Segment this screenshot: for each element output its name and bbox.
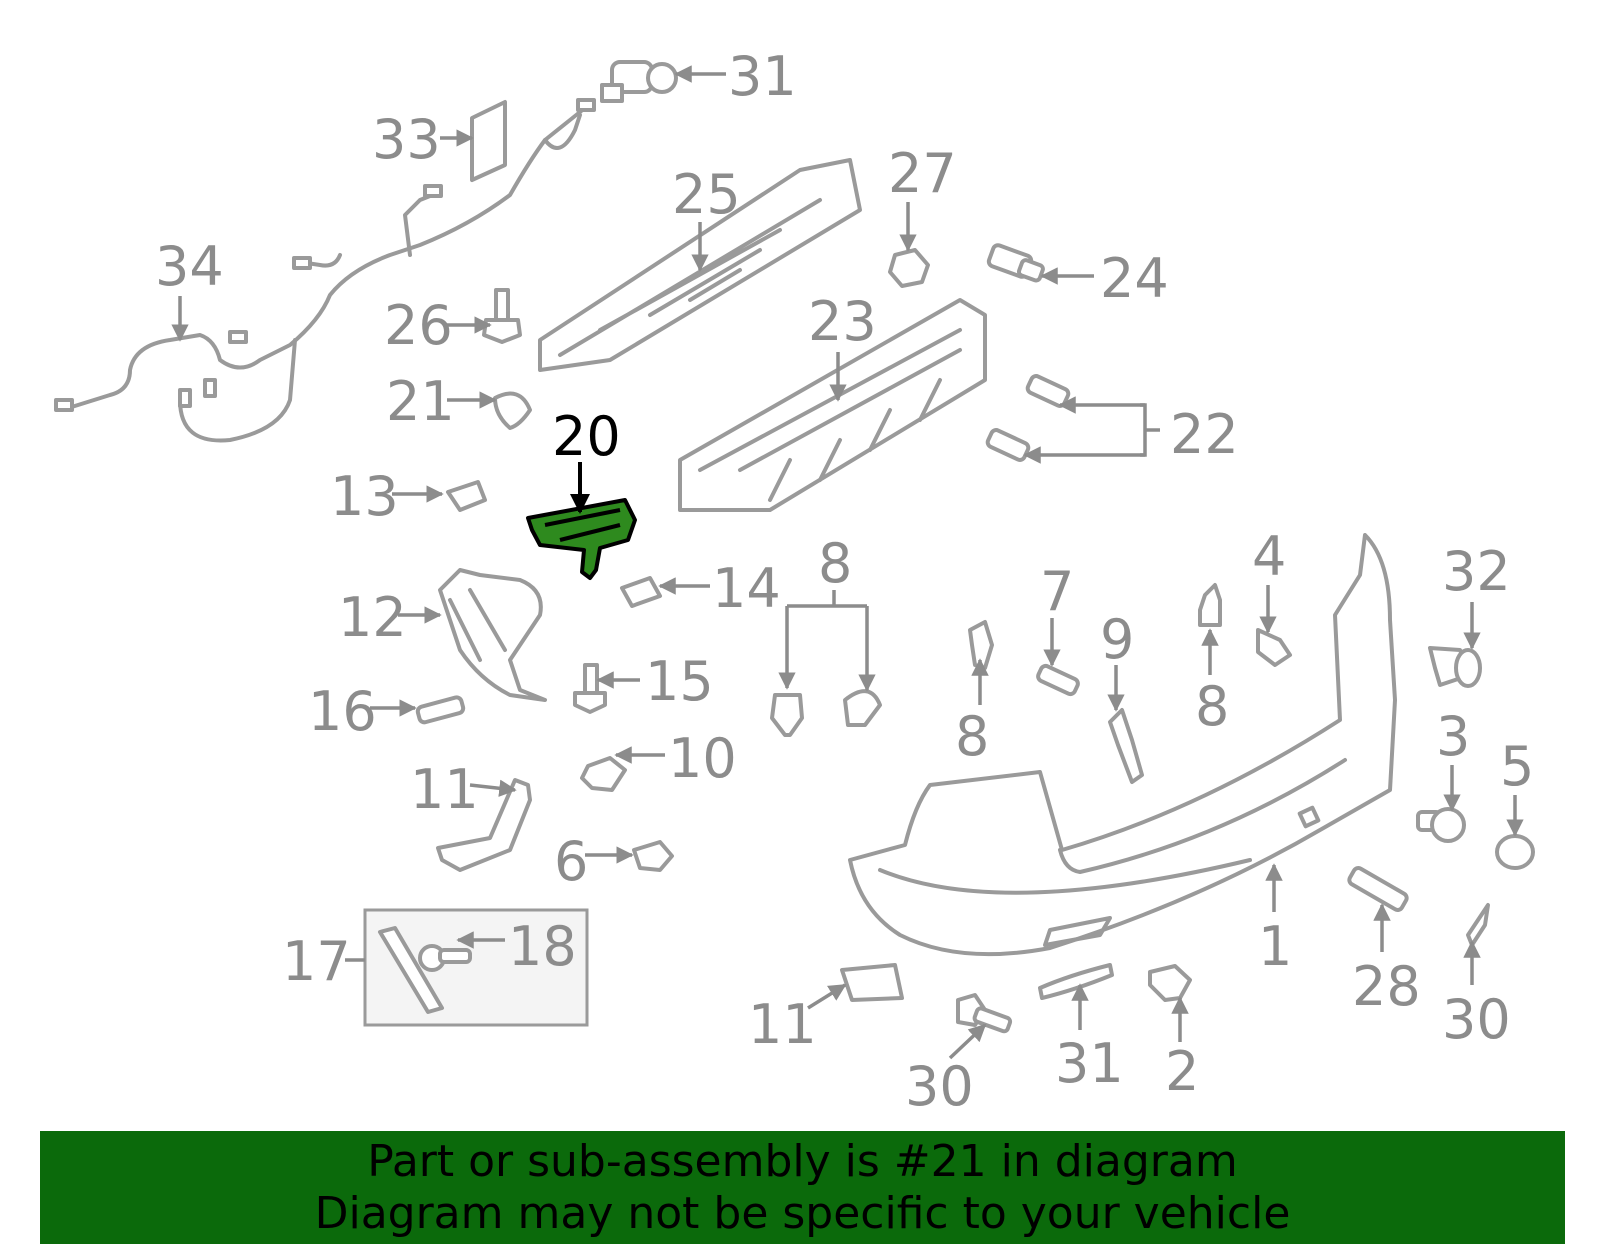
callout-2: 2 xyxy=(1165,1040,1199,1103)
banner-line-1: Part or sub-assembly is #21 in diagram xyxy=(367,1135,1238,1187)
callout-12: 10 xyxy=(668,727,737,790)
bolt-25-part[interactable] xyxy=(986,243,1045,283)
callout-19: 17 xyxy=(282,930,351,993)
cap-5-part[interactable] xyxy=(1495,834,1535,870)
callout-31: 31 xyxy=(1055,1032,1124,1095)
clip-8-part-c[interactable] xyxy=(1198,583,1222,627)
callout-labels: 31 33 34 25 27 24 26 23 21 22 20 13 14 1… xyxy=(155,45,1534,1118)
sensor-3-part[interactable] xyxy=(1416,807,1466,843)
bolt-18-part[interactable] xyxy=(415,695,466,725)
clip-12-part[interactable] xyxy=(580,756,627,792)
callout-9: 9 xyxy=(1100,608,1134,671)
callout-25: 24 xyxy=(1100,247,1169,310)
module-plate-part[interactable] xyxy=(470,100,507,182)
callout-36: 34 xyxy=(155,235,224,298)
callout-18: 16 xyxy=(308,680,377,743)
callout-3: 3 xyxy=(1436,705,1470,768)
callout-32: 30 xyxy=(905,1055,974,1118)
callout-13: 11 xyxy=(748,993,817,1056)
callout-35: 33 xyxy=(372,108,441,171)
callout-17: 15 xyxy=(645,650,714,713)
callout-28: 27 xyxy=(888,142,957,205)
callout-23: 22 xyxy=(1170,403,1239,466)
plug-4-part[interactable] xyxy=(1256,628,1292,667)
clip-2-part[interactable] xyxy=(1148,964,1192,1002)
callout-4: 4 xyxy=(1252,525,1286,588)
clip-30-part[interactable] xyxy=(1466,903,1490,947)
clip-8-part-a[interactable] xyxy=(770,693,804,737)
wiring-harness-part[interactable] xyxy=(54,98,596,443)
callout-27: 26 xyxy=(384,294,453,357)
clip-6-part[interactable] xyxy=(632,840,674,872)
bracket-11-part[interactable] xyxy=(436,778,532,872)
clip-15-part[interactable] xyxy=(446,480,487,512)
callout-10: 8 xyxy=(955,705,989,768)
plate-13-part[interactable] xyxy=(840,963,904,1002)
callout-21: 20 xyxy=(552,405,621,468)
callout-1: 1 xyxy=(1258,915,1292,978)
bolt-7-part[interactable] xyxy=(1036,663,1080,697)
callout-24: 23 xyxy=(808,290,877,353)
callout-22: 21 xyxy=(386,370,455,433)
parking-sensor-part[interactable] xyxy=(600,60,678,103)
callout-34: 32 xyxy=(1442,540,1511,603)
callout-11: 11 xyxy=(410,758,479,821)
callout-29: 28 xyxy=(1352,955,1421,1018)
bolt-32-part[interactable] xyxy=(956,993,1013,1034)
callout-20: 18 xyxy=(508,915,577,978)
callout-30: 30 xyxy=(1442,988,1511,1051)
bracket-9-part[interactable] xyxy=(1108,708,1144,784)
bumper-cover-1-part[interactable] xyxy=(848,533,1397,957)
callout-16: 14 xyxy=(712,557,781,620)
callout-7: 7 xyxy=(1040,560,1074,623)
callout-26: 25 xyxy=(672,163,741,226)
sensor-holder-34-part[interactable] xyxy=(1428,646,1482,688)
info-banner: Part or sub-assembly is #21 in diagram D… xyxy=(40,1131,1565,1244)
leader-lines xyxy=(171,65,1524,1060)
stud-17-part[interactable] xyxy=(573,663,607,714)
parts-diagram: 31 33 34 25 27 24 26 23 21 22 20 13 14 1… xyxy=(54,45,1535,1118)
clip-8-part-b[interactable] xyxy=(843,689,882,727)
callout-33: 31 xyxy=(728,45,797,108)
callout-15: 13 xyxy=(330,465,399,528)
callout-14: 12 xyxy=(338,586,407,649)
clip-16-part[interactable] xyxy=(620,576,662,608)
nut-part[interactable] xyxy=(888,248,930,288)
bolt-29-part[interactable] xyxy=(1347,866,1409,912)
bolt-23-parts[interactable] xyxy=(985,374,1071,462)
banner-line-2: Diagram may not be specific to your vehi… xyxy=(314,1187,1291,1239)
bracket-21-highlighted-part[interactable] xyxy=(526,498,637,580)
reflector-19-part[interactable] xyxy=(378,926,444,1014)
stud-27-part[interactable] xyxy=(482,288,522,344)
callout-8-center: 8 xyxy=(818,532,852,595)
reflector-31-part[interactable] xyxy=(1038,963,1114,1000)
callout-6: 6 xyxy=(554,830,588,893)
callout-5: 5 xyxy=(1500,735,1534,798)
callout-8-right: 8 xyxy=(1195,675,1229,738)
clip-22-part[interactable] xyxy=(493,391,532,430)
screw-20-part[interactable] xyxy=(418,944,472,972)
side-bracket-14-part[interactable] xyxy=(438,568,547,702)
